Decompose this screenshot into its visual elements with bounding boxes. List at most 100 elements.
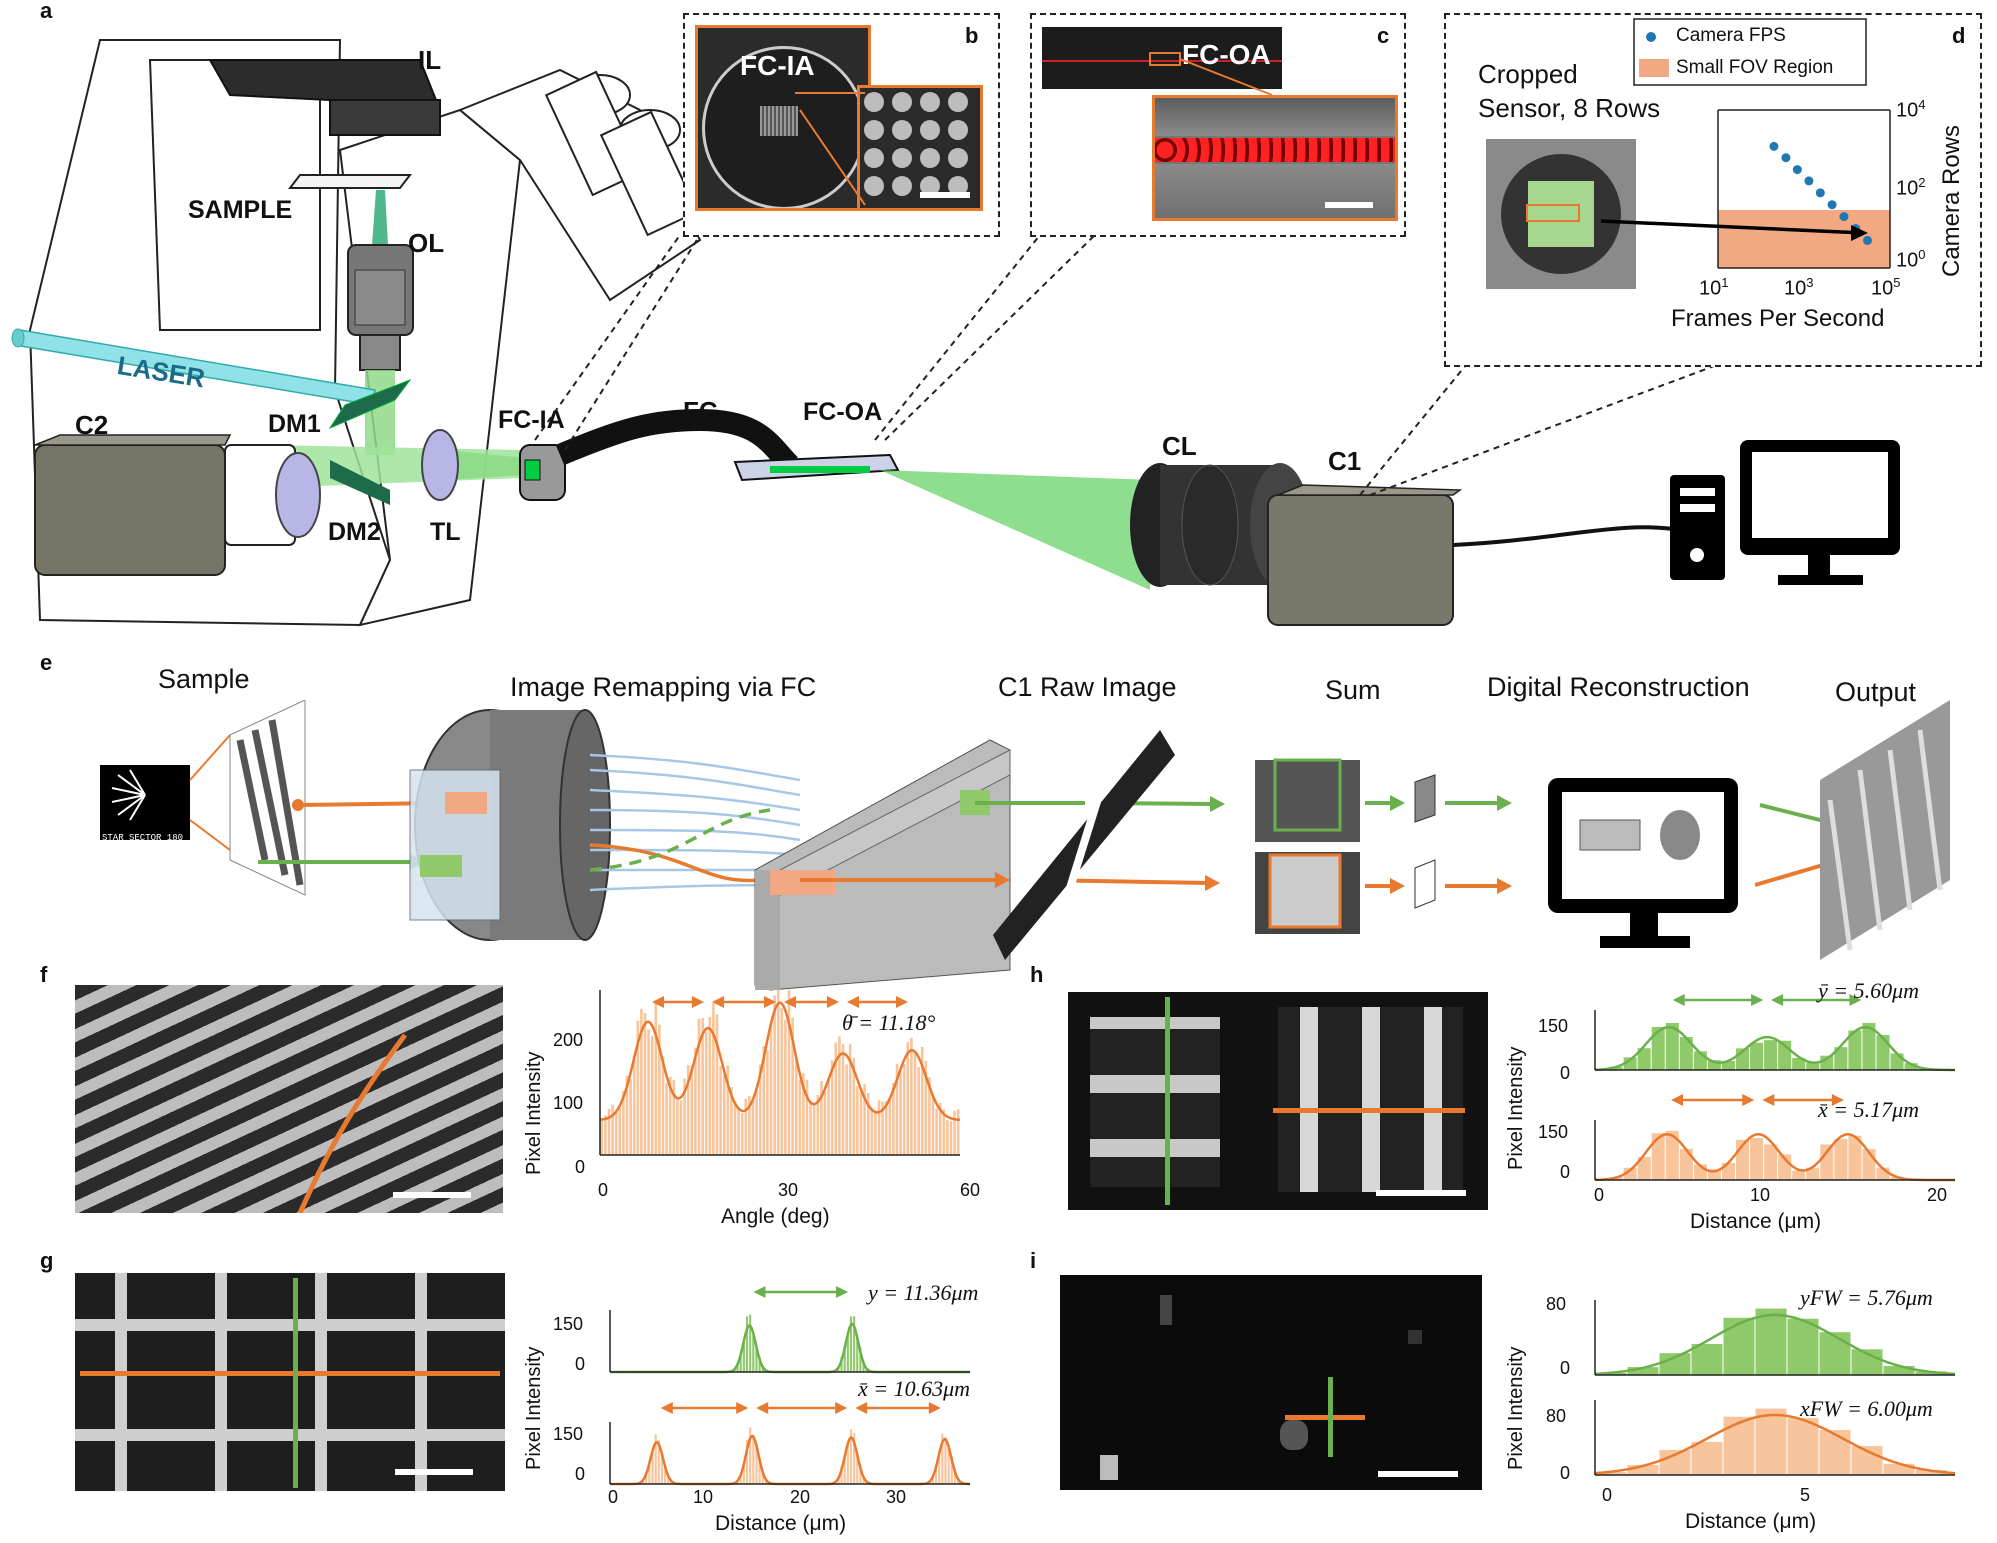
histogram-bar — [694, 1047, 697, 1155]
header-raw: C1 Raw Image — [998, 672, 1177, 702]
histogram-bar — [1890, 1053, 1904, 1070]
h-annotation-x: x̄ = 5.17μm — [1818, 1097, 1920, 1122]
legend-camera-fps: Camera FPS — [1676, 25, 1786, 46]
histogram-bar — [1848, 1030, 1862, 1070]
panel-letter-a: a — [40, 0, 53, 23]
histogram-bar — [938, 1453, 941, 1484]
g-annotation-x: x̄ = 10.63μm — [858, 1376, 971, 1401]
histogram-bar — [913, 1052, 917, 1155]
i-ytick-top-80: 80 — [1546, 1294, 1567, 1314]
histogram-bar — [751, 1099, 755, 1155]
histogram-bar — [853, 1433, 856, 1484]
histogram-bar — [697, 1018, 701, 1155]
scale-bar — [1376, 1190, 1466, 1196]
histogram-bar — [953, 1110, 956, 1155]
histogram-bar — [859, 1091, 863, 1155]
label-ol: OL — [408, 228, 445, 258]
histogram-bar — [744, 1098, 748, 1155]
histogram-bar — [823, 1091, 827, 1155]
histogram-bar — [1787, 1418, 1819, 1475]
arrowhead-right — [835, 1402, 848, 1414]
sensor-green-square — [1528, 181, 1594, 247]
g-ytick-bottom-0: 0 — [575, 1464, 586, 1484]
histogram-bar — [840, 1465, 843, 1484]
histogram-bar — [1723, 1317, 1755, 1375]
h-ylabel: Pixel Intensity — [1505, 1046, 1527, 1170]
histogram-bar — [816, 1095, 820, 1155]
d-xtick-1: 101 — [1699, 275, 1729, 300]
histogram-bar — [686, 1065, 690, 1155]
histogram-bar — [805, 1079, 809, 1155]
scale-bar — [920, 192, 970, 198]
f-ytick-0: 0 — [575, 1157, 586, 1177]
histogram-bar — [752, 1331, 755, 1372]
h-xtick-0: 0 — [1594, 1185, 1605, 1205]
histogram-bar — [1679, 1037, 1693, 1070]
fc-oa-photo: FC-OA — [1042, 27, 1282, 89]
histogram-bar — [647, 1029, 650, 1155]
i-xlabel: Distance (μm) — [1685, 1510, 1817, 1533]
label-sample: SAMPLE — [188, 196, 293, 224]
microscope-illustration — [11, 39, 1900, 627]
histogram-bar — [654, 1002, 658, 1155]
arrowhead-left — [855, 1402, 868, 1414]
header-sample: Sample — [158, 664, 250, 694]
histogram-bar — [708, 1017, 712, 1155]
sensor-image — [1486, 139, 1636, 289]
histogram-bar — [704, 1031, 708, 1155]
histogram-bar — [1834, 1139, 1848, 1180]
cropped-rows-box — [1526, 204, 1580, 222]
histogram-bar — [1890, 1176, 1904, 1180]
fps-point — [1792, 165, 1802, 175]
histogram-bar — [1637, 1156, 1651, 1180]
scale-bar — [1325, 202, 1373, 208]
histogram-bar — [941, 1433, 944, 1484]
histogram-bar — [1627, 1464, 1659, 1475]
header-recon: Digital Reconstruction — [1487, 672, 1750, 702]
histogram-bar — [1755, 1408, 1787, 1475]
histogram-bar — [1915, 1469, 1947, 1475]
cropped-sensor-label-1: Cropped — [1478, 59, 1578, 89]
histogram-bar — [1904, 1063, 1918, 1070]
fit-curve — [1594, 1133, 1955, 1182]
histogram-bar — [895, 1063, 899, 1155]
histogram-bar — [787, 990, 791, 1155]
histogram-bar — [1665, 1130, 1679, 1180]
histogram-bar — [1883, 1463, 1915, 1475]
panel-letter-e: e — [40, 650, 53, 675]
arrowhead-right — [1849, 994, 1862, 1006]
histogram-bar — [856, 1336, 859, 1372]
histogram-bar — [1876, 1035, 1890, 1070]
i-annotation-x: xFW = 6.00μm — [1800, 1396, 1933, 1421]
histogram-bar — [761, 1470, 764, 1484]
histogram-bar — [758, 1064, 762, 1155]
histogram-bar — [840, 1357, 843, 1372]
histogram-bar — [755, 1344, 758, 1372]
profile-line-vertical — [1328, 1377, 1333, 1457]
histogram-bar — [1691, 1344, 1723, 1375]
histogram-bar — [870, 1109, 874, 1155]
histogram-bar — [950, 1456, 953, 1484]
label-c2: C2 — [75, 410, 109, 440]
histogram-bar — [726, 1065, 730, 1155]
histogram-bar — [809, 1102, 812, 1155]
histogram-bar — [755, 1087, 758, 1155]
histogram-bar — [884, 1101, 888, 1155]
histogram-bar — [739, 1354, 742, 1372]
histogram-bar — [942, 1109, 946, 1155]
i-annotation-y: yFW = 5.76μm — [1800, 1285, 1933, 1310]
histogram-bar — [658, 1024, 661, 1155]
histogram-bar — [742, 1343, 745, 1372]
histogram-bar — [1627, 1367, 1659, 1375]
histogram-bar — [866, 1093, 870, 1155]
histogram-bar — [764, 1479, 767, 1484]
histogram-bar — [946, 1119, 949, 1155]
histogram-bar — [1787, 1318, 1819, 1375]
histogram-bar — [1820, 1144, 1834, 1180]
histogram-bar — [654, 1434, 657, 1484]
histogram-bar — [643, 1013, 647, 1155]
histogram-bar — [920, 1046, 924, 1155]
histogram-bar — [892, 1082, 895, 1155]
histogram-bar — [812, 1103, 816, 1155]
histogram-bar — [730, 1087, 733, 1155]
